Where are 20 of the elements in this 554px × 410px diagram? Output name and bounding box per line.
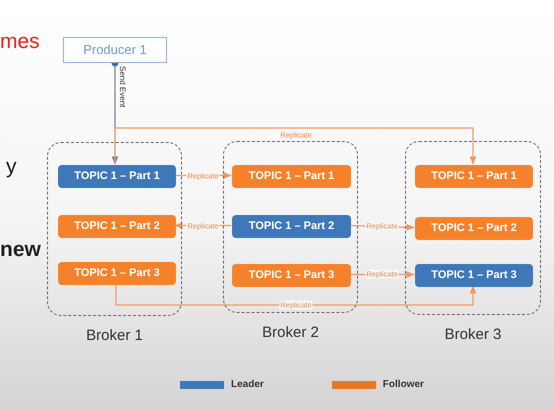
arrow (115, 284, 476, 306)
broker-label: Broker 3 (444, 325, 502, 345)
follower-partition-box: TOPIC 1 – Part 1 (232, 165, 351, 188)
edge-label: Send Event (117, 66, 127, 108)
legend-label: Leader (231, 378, 264, 392)
follower-partition-box: TOPIC 1 – Part 1 (415, 165, 533, 188)
leader-partition-box: TOPIC 1 – Part 2 (232, 215, 351, 238)
slide-text-fragment: new (0, 238, 41, 262)
broker-label: Broker 2 (261, 323, 320, 343)
follower-partition-box: TOPIC 1 – Part 2 (415, 217, 533, 240)
follower-partition-box: TOPIC 1 – Part 2 (58, 215, 176, 238)
broker-label: Broker 1 (85, 326, 144, 346)
leader-partition-box: TOPIC 1 – Part 1 (58, 165, 176, 188)
arrow (114, 127, 476, 165)
follower-partition-box: TOPIC 1 – Part 3 (58, 262, 176, 285)
slide-text-fragment: y (6, 155, 16, 179)
leader-partition-box: TOPIC 1 – Part 3 (415, 264, 533, 287)
slide-text-fragment: mes (0, 30, 40, 54)
follower-partition-box: TOPIC 1 – Part 3 (232, 264, 351, 287)
legend-label: Follower (382, 378, 424, 392)
